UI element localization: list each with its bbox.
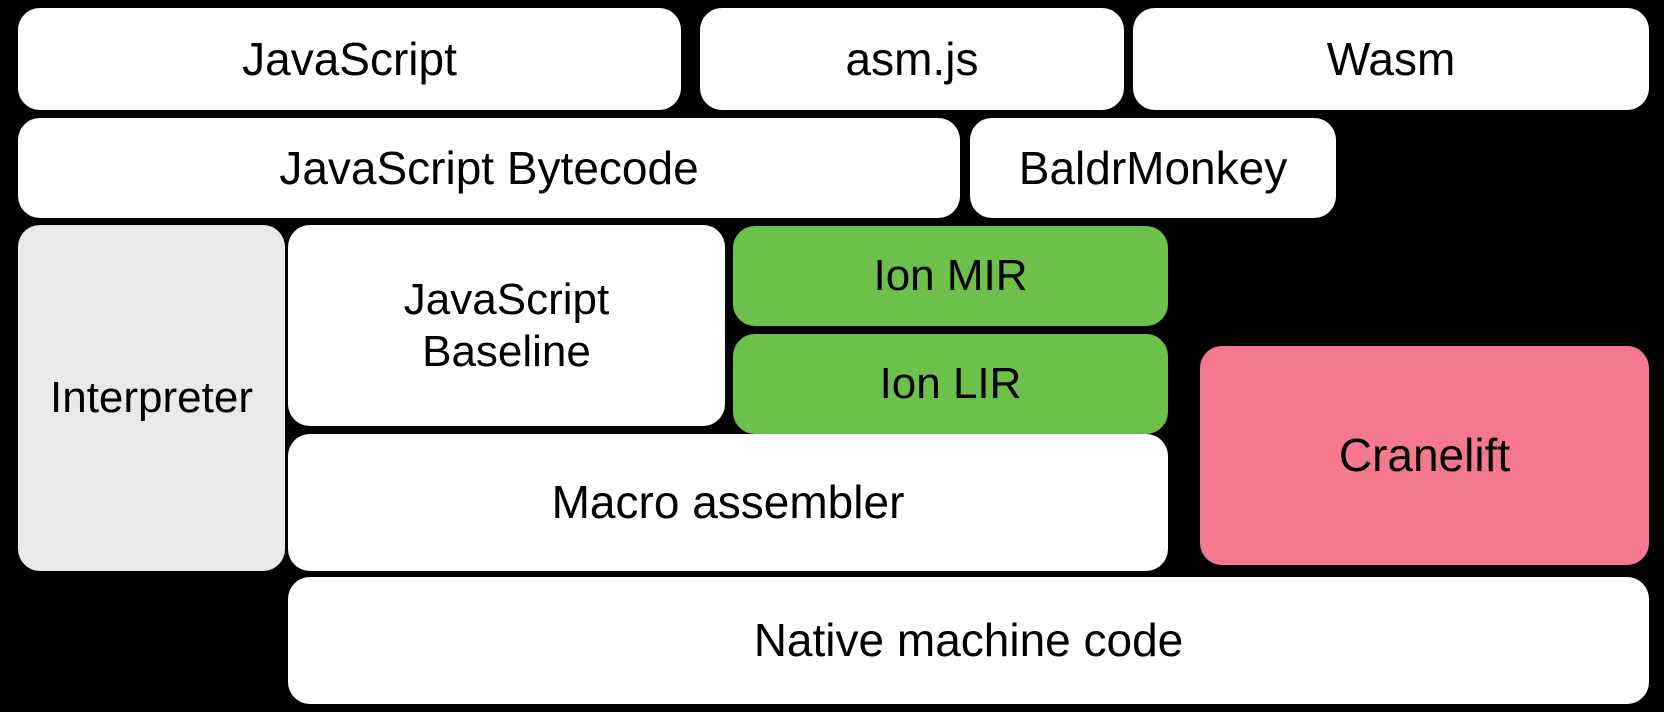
node-macro-assembler: Macro assembler (288, 434, 1168, 571)
node-ion-lir: Ion LIR (733, 334, 1168, 434)
node-interpreter: Interpreter (18, 225, 285, 571)
node-javascript-baseline: JavaScript Baseline (288, 225, 725, 426)
node-native-machine-code: Native machine code (288, 577, 1649, 704)
node-javascript: JavaScript (18, 8, 681, 110)
node-javascript-bytecode: JavaScript Bytecode (18, 118, 960, 218)
node-wasm: Wasm (1133, 8, 1649, 110)
node-ion-mir: Ion MIR (733, 226, 1168, 326)
node-asmjs: asm.js (700, 8, 1124, 110)
node-baldrmonkey: BaldrMonkey (970, 118, 1336, 218)
node-cranelift: Cranelift (1200, 346, 1649, 565)
